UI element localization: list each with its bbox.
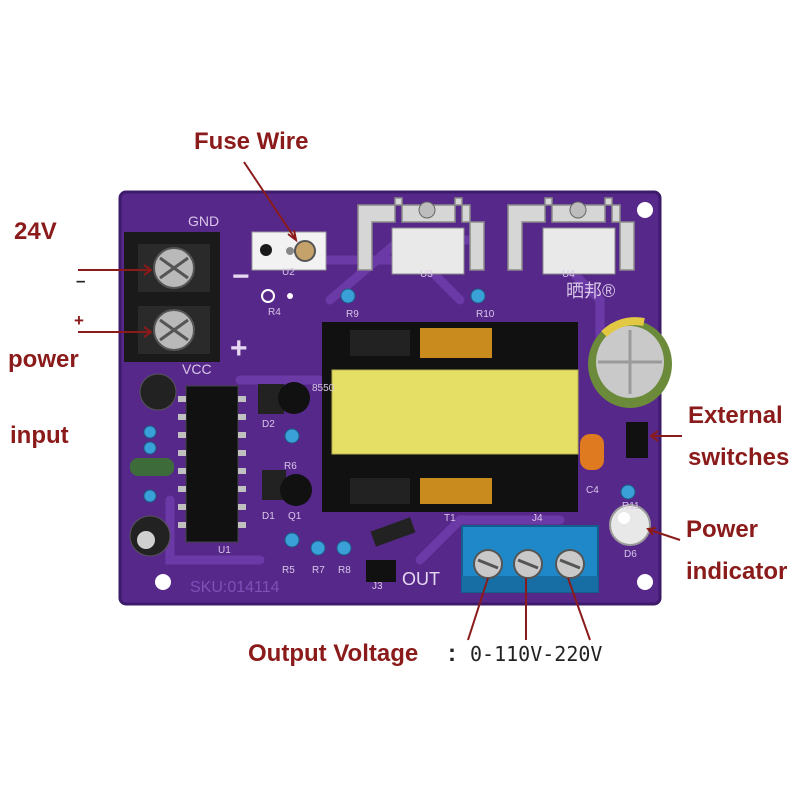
annotation-arrows	[78, 161, 682, 641]
silk-ref-8550: 8550	[312, 383, 335, 394]
silk-gnd: GND	[188, 213, 220, 229]
input-terminal-block	[124, 232, 220, 362]
silk-ref-d6: D6	[624, 549, 637, 560]
silk-ref-u3: U3	[420, 269, 433, 280]
silk-ref-u2: U2	[282, 267, 295, 278]
silk-brand: 晒邦®	[566, 281, 616, 301]
silk-ref-d2: D2	[262, 419, 275, 430]
label-power: power	[8, 346, 79, 373]
label-minus: –	[76, 271, 86, 290]
silk-out: OUT	[402, 569, 440, 589]
silk-ref-r11: R11	[622, 501, 640, 512]
silk-ref-r7: R7	[312, 565, 325, 576]
transformer	[322, 322, 579, 512]
silk-ref-d1: D1	[262, 511, 275, 522]
silk-ref-c4: C4	[586, 485, 599, 496]
label-output-values: 0-110V-220V	[470, 642, 603, 666]
ic-chip	[178, 385, 246, 543]
label-input: input	[10, 422, 69, 449]
power-led	[609, 504, 651, 546]
silk-ref-u4: U4	[562, 269, 575, 280]
label-power-indicator-2: indicator	[686, 558, 788, 585]
silk-ref-r5: R5	[282, 565, 295, 576]
label-power-indicator-1: Power	[686, 516, 759, 543]
small-components	[129, 288, 648, 582]
label-fuse-wire: Fuse Wire	[194, 128, 309, 155]
silk-ref-u1: U1	[218, 545, 231, 556]
silk-ref-r10: R10	[476, 309, 495, 320]
silk-ref-r4: R4	[268, 307, 281, 318]
label-colon: :	[448, 640, 456, 667]
silk-ref-r8: R8	[338, 565, 351, 576]
heatsink-u3	[357, 197, 485, 275]
fuse-holder	[251, 231, 327, 271]
silk-ref-j3: J3	[372, 581, 383, 592]
label-output-voltage: Output Voltage	[248, 640, 419, 667]
label-external: External	[688, 402, 783, 429]
silk-ref-q1: Q1	[288, 511, 302, 522]
label-24v: 24V	[14, 218, 57, 245]
silk-ref-t1: T1	[444, 513, 456, 524]
output-terminal-block	[461, 525, 599, 593]
label-switches: switches	[688, 444, 790, 471]
silk-ref-r9: R9	[346, 309, 359, 320]
mounting-holes	[155, 202, 653, 590]
electrolytic-capacitor	[588, 317, 672, 408]
heatsink-u4	[507, 197, 635, 275]
silk-sku: SKU:014114	[190, 579, 280, 596]
silk-ref-j4: J4	[532, 513, 543, 524]
label-plus: +	[74, 311, 84, 330]
silk-minus: −	[232, 260, 250, 293]
silk-plus: +	[230, 332, 248, 365]
silk-ref-r6: R6	[284, 461, 297, 472]
silk-vcc: VCC	[182, 361, 212, 377]
